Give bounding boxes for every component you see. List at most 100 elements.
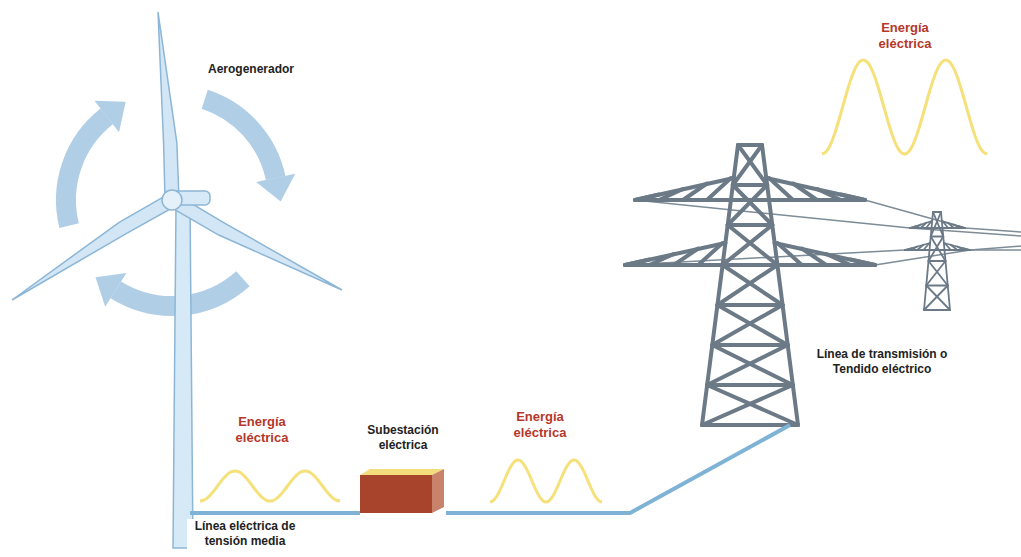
energy-wave <box>822 60 987 154</box>
tower-strut <box>707 385 798 425</box>
tower-strut <box>929 237 944 262</box>
substation-box: Subestación eléctrica <box>360 421 446 515</box>
substation-top <box>360 469 444 475</box>
tower-strut <box>723 265 783 305</box>
turbine-blade <box>158 12 179 201</box>
tower-strut <box>917 245 923 250</box>
tower-strut <box>766 178 865 200</box>
tower-strut <box>926 285 948 287</box>
substation-side <box>432 469 444 513</box>
turbine-tower <box>173 205 193 548</box>
tower-strut <box>625 243 725 265</box>
tower-strut <box>728 185 767 225</box>
tower-strut <box>635 195 659 201</box>
substation-shape <box>360 469 446 515</box>
tower-strut <box>841 195 865 201</box>
substation-front <box>360 475 432 513</box>
substation-heading: Subestación eléctrica <box>360 421 446 453</box>
transmission-tower-drawing <box>625 145 875 425</box>
tower-strut <box>942 221 965 228</box>
power-wire <box>875 250 970 265</box>
power-wire <box>865 200 965 228</box>
tower-strut <box>625 263 875 267</box>
tower-strut <box>905 243 930 250</box>
power-line <box>446 425 790 513</box>
tower-strut <box>728 225 778 265</box>
distant-tower-drawing <box>905 212 970 310</box>
tower-strut <box>954 225 960 229</box>
energy-label: Energía eléctrica <box>227 414 297 445</box>
tower-strut <box>649 254 673 265</box>
energy-label: Energía eléctrica <box>870 20 940 51</box>
tower-strut <box>944 243 970 250</box>
tower-strut <box>738 145 767 185</box>
node-label: Línea de transmisión o Tendido eléctrico <box>814 347 950 377</box>
tower-strut <box>707 345 788 385</box>
node-label: Aerogenerador <box>208 62 294 77</box>
tower-strut <box>683 184 707 201</box>
rotation-arrowhead <box>256 174 295 202</box>
tower-strut <box>911 247 917 251</box>
tower-strut <box>921 223 926 228</box>
tower-strut <box>929 261 948 286</box>
tower-strut <box>712 305 782 345</box>
tower-strut <box>728 223 773 227</box>
tower-strut <box>817 189 841 200</box>
tower-strut <box>924 309 950 311</box>
tower-strut <box>942 221 948 228</box>
energy-wave <box>200 471 340 501</box>
tower-strut <box>625 260 649 266</box>
rotation-arrow <box>66 116 107 225</box>
power-wire <box>910 228 1021 236</box>
tower-strut <box>926 286 950 311</box>
wind-turbine: Aerogenerador <box>176 200 190 548</box>
tower-strut <box>924 286 948 311</box>
tower-strut <box>733 145 762 185</box>
tower-strut <box>905 249 970 251</box>
turbine-blade <box>169 194 342 290</box>
tower-strut <box>659 189 683 200</box>
tower-strut <box>698 243 722 265</box>
tower-strut <box>931 236 944 238</box>
tower-strut <box>931 212 941 237</box>
tower-strut <box>775 243 875 265</box>
tower-strut <box>926 261 945 286</box>
tower-strut <box>951 245 957 250</box>
tower-strut <box>929 260 946 262</box>
tower-strut <box>826 254 850 265</box>
tower-strut <box>964 248 970 250</box>
tower-strut <box>915 225 920 229</box>
tower-strut <box>717 303 782 307</box>
tower-strut <box>733 185 772 225</box>
rotation-arrow <box>205 99 276 178</box>
energy-label: Energía eléctrica <box>505 409 575 440</box>
tower-strut <box>635 198 865 202</box>
tower-strut <box>717 305 787 345</box>
tower-strut <box>948 223 954 228</box>
tower-strut <box>905 248 911 250</box>
tower-strut <box>777 243 801 265</box>
tower-strut <box>702 385 793 425</box>
rotation-arrowhead <box>95 273 126 307</box>
tower-strut <box>712 343 787 347</box>
tower-strut <box>910 221 932 228</box>
tower-strut <box>707 383 793 387</box>
tower-strut <box>926 221 931 228</box>
power-line <box>190 511 360 515</box>
rotation-arrowhead <box>94 101 125 133</box>
tower-strut <box>635 178 734 200</box>
turbine-blade <box>12 194 176 300</box>
tower-strut <box>957 247 963 251</box>
power-wire <box>965 228 1021 232</box>
transmission-tower: Línea de transmisión o Tendido eléctrico <box>700 140 800 425</box>
tower-strut <box>769 178 793 200</box>
tower-strut <box>923 243 929 250</box>
tower-strut <box>712 345 793 385</box>
tower-strut <box>723 225 773 265</box>
turbine-hub <box>162 190 182 210</box>
tower-strut <box>851 260 875 266</box>
tower-strut <box>717 265 777 305</box>
